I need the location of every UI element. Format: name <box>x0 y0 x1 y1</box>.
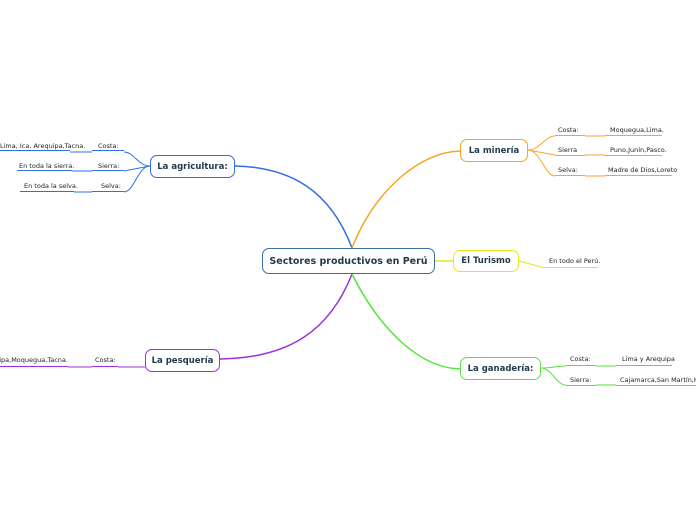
connector-mineria <box>351 150 461 249</box>
agricultura-region-sierra[interactable]: Sierra: <box>98 162 120 170</box>
center-topic[interactable]: Sectores productivos en Perú <box>262 248 435 274</box>
ganaderia-region-sierra[interactable]: Sierra: <box>570 376 592 384</box>
pesqueria-detail-costa[interactable]: Arequipa,Moquegua,Tacna. <box>0 356 68 364</box>
agricultura-region-selva[interactable]: Selva: <box>101 182 121 190</box>
mineria-detail-selva[interactable]: Madre de Dios,Loreto <box>608 166 678 174</box>
branch-mineria[interactable]: La minería <box>460 139 528 162</box>
underline <box>20 191 74 192</box>
underline <box>616 385 696 386</box>
branch-ganaderia-label: La ganadería: <box>467 363 534 374</box>
underline <box>555 155 585 156</box>
branch-ganaderia[interactable]: La ganadería: <box>460 357 541 380</box>
agricultura-detail-selva[interactable]: En toda la selva. <box>24 182 78 190</box>
ganaderia-detail-sierra[interactable]: Cajamarca,San Martín,Huancayo <box>620 376 696 384</box>
underline <box>605 135 662 136</box>
branch-agricultura-label: La agricultura: <box>157 161 228 172</box>
agricultura-detail-sierra[interactable]: En toda la sierra. <box>19 162 75 170</box>
mineria-region-selva[interactable]: Selva: <box>558 166 578 174</box>
branch-turismo-label: El Turismo <box>461 256 511 266</box>
sub-connector <box>518 260 546 269</box>
connector-agricultura <box>234 165 353 249</box>
center-topic-label: Sectores productivos en Perú <box>269 255 428 267</box>
agricultura-region-costa[interactable]: Costa: <box>98 142 119 150</box>
underline <box>555 175 585 176</box>
underline <box>92 191 124 192</box>
branch-agricultura[interactable]: La agricultura: <box>150 155 235 178</box>
turismo-detail[interactable]: En todo el Perú. <box>549 257 601 265</box>
agricultura-detail-costa[interactable]: Lima, Ica, Arequipa,Tacna. <box>0 142 86 150</box>
underline <box>17 170 72 171</box>
branch-pesqueria[interactable]: La pesquería <box>145 349 220 372</box>
branch-mineria-label: La minería <box>468 145 520 156</box>
underline <box>92 366 118 367</box>
sub-connector <box>540 365 567 369</box>
mineria-region-costa[interactable]: Costa: <box>558 126 579 134</box>
mineria-region-sierra[interactable]: Sierra <box>558 146 578 154</box>
sub-connector <box>123 151 151 167</box>
underline <box>92 150 124 151</box>
sub-connector <box>540 367 567 386</box>
sub-connector <box>527 149 556 177</box>
connector-pesqueria <box>219 273 353 360</box>
ganaderia-region-costa[interactable]: Costa: <box>570 355 591 363</box>
underline <box>545 267 598 268</box>
branch-pesqueria-label: La pesquería <box>151 355 214 366</box>
underline <box>605 155 662 156</box>
underline <box>605 175 672 176</box>
sub-connector <box>123 165 151 193</box>
ganaderia-detail-costa[interactable]: Lima y Arequipa <box>622 355 675 363</box>
underline <box>0 366 68 367</box>
underline <box>555 135 585 136</box>
underline <box>566 385 596 386</box>
sub-connector <box>527 135 556 151</box>
branch-turismo[interactable]: El Turismo <box>453 250 519 272</box>
pesqueria-region-costa[interactable]: Costa: <box>95 356 116 364</box>
underline <box>0 150 70 151</box>
mineria-detail-costa[interactable]: Moquegua,Lima. <box>610 126 664 134</box>
underline <box>566 365 596 366</box>
underline <box>616 365 672 366</box>
underline <box>92 170 124 171</box>
mineria-detail-sierra[interactable]: Puno,Junín,Pasco. <box>610 146 667 154</box>
connector-ganaderia <box>351 273 461 370</box>
